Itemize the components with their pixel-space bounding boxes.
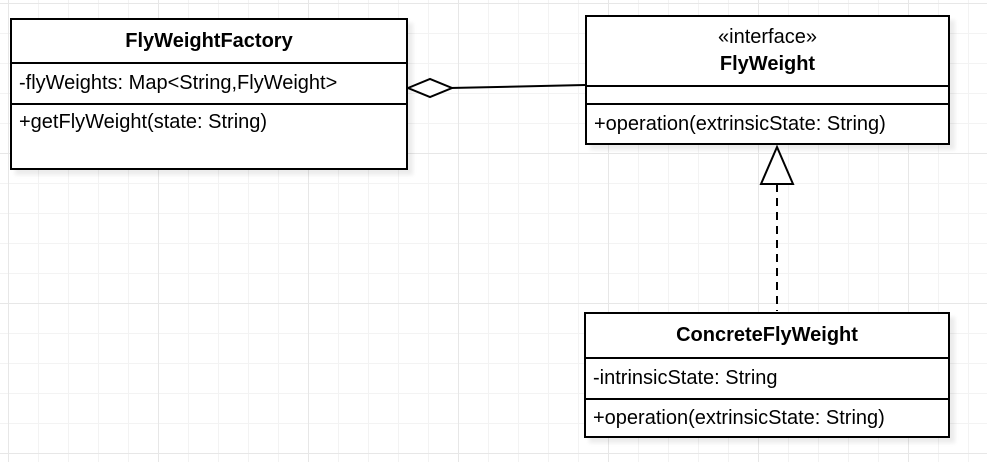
class-box-concreteflyweight[interactable]: ConcreteFlyWeight -intrinsicState: Strin… [584, 312, 950, 438]
aggregation-line[interactable] [449, 84, 586, 89]
class-box-flyweightfactory[interactable]: FlyWeightFactory -flyWeights: Map<String… [10, 18, 408, 170]
class-box-flyweight[interactable]: «interface» FlyWeight +operation(extrins… [585, 15, 950, 145]
class-method: +operation(extrinsicState: String) [586, 398, 948, 436]
class-title: FlyWeight [719, 53, 816, 75]
class-title: FlyWeightFactory [125, 29, 293, 52]
realization-triangle-icon [759, 144, 795, 185]
aggregation-connector[interactable] [405, 77, 586, 99]
aggregation-diamond-icon [405, 77, 455, 99]
class-method: +getFlyWeight(state: String) [12, 103, 406, 168]
realization-connector[interactable] [759, 144, 795, 311]
class-attribute: -intrinsicState: String [586, 357, 948, 398]
class-title: ConcreteFlyWeight [676, 324, 858, 346]
class-attribute-empty [587, 85, 948, 103]
class-attribute: -flyWeights: Map<String,FlyWeight> [12, 62, 406, 103]
class-stereotype: «interface» [718, 26, 817, 48]
class-title-block: «interface» FlyWeight [587, 17, 948, 85]
class-method: +operation(extrinsicState: String) [587, 103, 948, 143]
